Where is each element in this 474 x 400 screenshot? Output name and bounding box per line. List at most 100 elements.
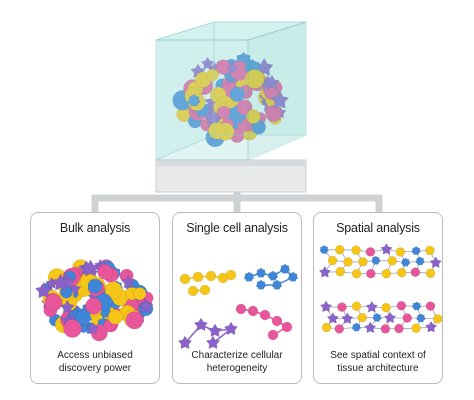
cell-icon xyxy=(432,314,442,324)
cell-icon xyxy=(86,321,100,335)
cell-icon xyxy=(351,245,361,255)
cell-icon xyxy=(334,244,345,255)
cell-icon xyxy=(34,281,53,299)
cell-icon xyxy=(177,335,193,349)
cell-icon xyxy=(394,323,404,334)
cell-icon xyxy=(255,279,267,290)
glass-display-case-icon xyxy=(155,21,307,161)
cell-icon xyxy=(85,297,103,315)
description-line: tissue architecture xyxy=(337,362,419,374)
cell-icon xyxy=(411,323,421,333)
cell-icon xyxy=(200,56,215,70)
cell-icon xyxy=(193,317,209,332)
cell-icon xyxy=(416,313,426,323)
cell-icon xyxy=(244,69,265,89)
cell-icon xyxy=(400,257,411,267)
cell-icon xyxy=(343,257,353,267)
cell-icon xyxy=(44,293,63,312)
cell-icon xyxy=(424,320,438,333)
cell-icon xyxy=(271,279,283,290)
cell-icon xyxy=(402,313,413,323)
cell-icon xyxy=(383,311,397,324)
description-line: heterogeneity xyxy=(206,362,268,374)
cell-icon xyxy=(267,329,279,341)
panel-title: Spatial analysis xyxy=(336,221,420,235)
pedestal xyxy=(155,159,307,193)
cell-icon xyxy=(326,311,340,324)
cell-icon xyxy=(337,302,347,312)
cell-icon xyxy=(380,242,393,255)
cell-icon xyxy=(411,246,421,256)
cell-icon xyxy=(381,302,391,313)
cell-icon xyxy=(236,99,253,116)
cell-icon xyxy=(107,309,123,325)
cell-icon xyxy=(415,256,425,266)
cell-icon xyxy=(396,267,407,278)
cell-icon xyxy=(396,300,407,311)
cell-icon xyxy=(137,298,154,314)
cell-icon xyxy=(223,321,239,336)
panel-title: Bulk analysis xyxy=(59,221,131,235)
cell-icon xyxy=(246,109,261,124)
spatial-cell-grid-icon xyxy=(318,242,442,334)
cell-icon xyxy=(235,303,247,315)
cell-icon xyxy=(357,312,368,323)
description-line: Access unbiased xyxy=(57,350,133,361)
cell-icon xyxy=(205,335,221,349)
cell-icon xyxy=(104,281,123,300)
cell-icon xyxy=(199,284,211,296)
cell-icon xyxy=(327,255,338,266)
cell-icon xyxy=(187,285,199,297)
cell-icon xyxy=(187,93,201,107)
cell-icon xyxy=(216,105,231,120)
panel-bulk-analysis: Bulk analysis Access unbiased discovery … xyxy=(30,212,160,384)
cell-icon xyxy=(363,321,377,334)
cell-icon xyxy=(259,309,271,321)
description-line: See spatial context of xyxy=(330,350,426,361)
cell-icon xyxy=(351,322,362,332)
cell-icon xyxy=(410,267,421,277)
cell-icon xyxy=(255,267,267,278)
panel-title: Single cell analysis xyxy=(186,221,288,235)
cell-icon xyxy=(229,86,245,102)
cell-icon xyxy=(358,257,368,267)
cell-icon xyxy=(365,247,376,257)
cell-icon xyxy=(341,312,354,325)
cell-icon xyxy=(321,322,332,333)
cell-icon xyxy=(425,268,436,279)
cell-icon xyxy=(60,299,75,314)
cell-icon xyxy=(225,61,239,74)
cell-icon xyxy=(365,300,379,313)
connector-lines xyxy=(91,190,383,212)
cell-icon xyxy=(387,256,398,266)
cell-icon xyxy=(225,269,237,281)
cell-icon xyxy=(87,278,103,294)
panel-description: Characterize cellular heterogeneity xyxy=(173,350,301,375)
cell-icon xyxy=(279,263,291,274)
cell-icon xyxy=(425,301,436,311)
cell-icon xyxy=(319,244,329,255)
description-line: Characterize cellular xyxy=(191,350,283,361)
cell-icon xyxy=(351,301,362,312)
cell-icon xyxy=(372,312,382,323)
cell-icon xyxy=(381,268,392,279)
cell-icon xyxy=(206,68,219,82)
cell-icon xyxy=(179,273,191,285)
cell-icon xyxy=(63,319,82,338)
cell-icon xyxy=(429,256,442,269)
cell-icon xyxy=(287,271,299,282)
cell-icon xyxy=(425,245,435,256)
cell-icon xyxy=(351,268,362,279)
cell-icon xyxy=(267,270,279,281)
cell-network-icon xyxy=(177,263,299,349)
cell-icon xyxy=(133,287,147,301)
cell-icon xyxy=(335,266,346,277)
cell-icon xyxy=(125,311,144,330)
cell-icon xyxy=(371,255,381,265)
cell-icon xyxy=(318,265,332,278)
panel-description: Access unbiased discovery power xyxy=(31,350,159,375)
cell-icon xyxy=(51,273,70,291)
cell-icon xyxy=(334,324,345,334)
cell-icon xyxy=(74,308,93,326)
